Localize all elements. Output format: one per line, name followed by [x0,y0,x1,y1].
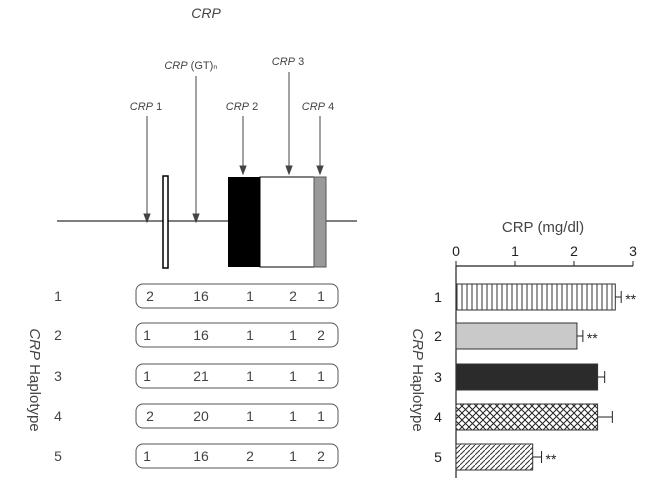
allele: 1 [289,327,297,343]
haplotype-box [135,283,339,309]
allele: 2 [317,327,325,343]
marker-label-crpgt: CRP (GT)ₙ [164,60,217,72]
allele: 1 [317,288,325,304]
x-tick-label: 3 [629,243,637,259]
allele: 1 [246,327,254,343]
category-label: 4 [434,409,442,425]
table-row: 4 2 20 1 1 1 [54,403,339,429]
crp-bar-chart: CRP (mg/dl) CRP Haplotype 0 1 2 3 1 ** 2 ** 3 4 5 *… [409,219,637,478]
marker-label-crp1: CRP 1 [130,101,162,113]
category-label: 5 [434,449,442,465]
gene-title: CRP [191,5,221,21]
exon-2-white [259,176,315,268]
haplotype-id: 4 [54,408,62,424]
allele: 1 [289,368,297,384]
allele: 1 [246,368,254,384]
allele: 1 [289,408,297,424]
bar [455,403,599,431]
significance-mark: ** [625,291,636,307]
haplotype-box [135,403,339,429]
haplotype-axis-label-left: CRP Haplotype [26,328,43,431]
haplotype-table: 1 2 16 1 2 1 2 1 16 1 1 2 3 1 21 1 1 1 [54,283,339,469]
haplotype-id: 2 [54,327,62,343]
gene-structure [57,175,357,269]
bar [455,443,534,471]
allele: 16 [193,288,209,304]
x-tick-label: 0 [452,243,460,259]
marker-arrows [143,72,324,224]
allele: 2 [246,448,254,464]
table-row: 3 1 21 1 1 1 [54,363,339,389]
allele: 20 [193,408,209,424]
category-label: 1 [434,289,442,305]
haplotype-box [135,363,339,389]
exon-2-black [228,177,260,267]
allele: 1 [143,448,151,464]
allele: 16 [193,327,209,343]
allele: 1 [317,368,325,384]
allele: 1 [317,408,325,424]
table-row: 1 2 16 1 2 1 [54,283,339,309]
allele: 2 [146,408,154,424]
category-label: 2 [434,328,442,344]
haplotype-box [135,443,339,469]
chart-title: CRP (mg/dl) [502,219,584,236]
allele: 21 [193,368,209,384]
allele: 1 [246,408,254,424]
bar [455,322,578,350]
exon-2-gray [313,176,327,268]
x-tick-label: 2 [570,243,578,259]
x-tick-label: 1 [511,243,519,259]
allele: 1 [289,448,297,464]
allele: 1 [246,288,254,304]
haplotype-id: 5 [54,448,62,464]
category-label: 3 [434,369,442,385]
significance-mark: ** [587,330,598,346]
chart-ylabel: CRP Haplotype [409,328,426,431]
allele: 1 [143,327,151,343]
allele: 2 [317,448,325,464]
bar [455,283,616,311]
allele: 2 [289,288,297,304]
marker-label-crp4: CRP 4 [302,101,334,113]
marker-label-crp3: CRP 3 [272,56,304,68]
exon-1-small [162,175,169,269]
allele: 16 [193,448,209,464]
significance-mark: ** [546,451,557,467]
haplotype-box [135,322,339,348]
allele: 1 [143,368,151,384]
marker-label-crp2: CRP 2 [226,101,258,113]
table-row: 2 1 16 1 1 2 [54,322,339,348]
table-row: 5 1 16 2 1 2 [54,443,339,469]
haplotype-id: 1 [54,288,62,304]
haplotype-id: 3 [54,368,62,384]
allele: 2 [146,288,154,304]
bar [455,363,599,391]
